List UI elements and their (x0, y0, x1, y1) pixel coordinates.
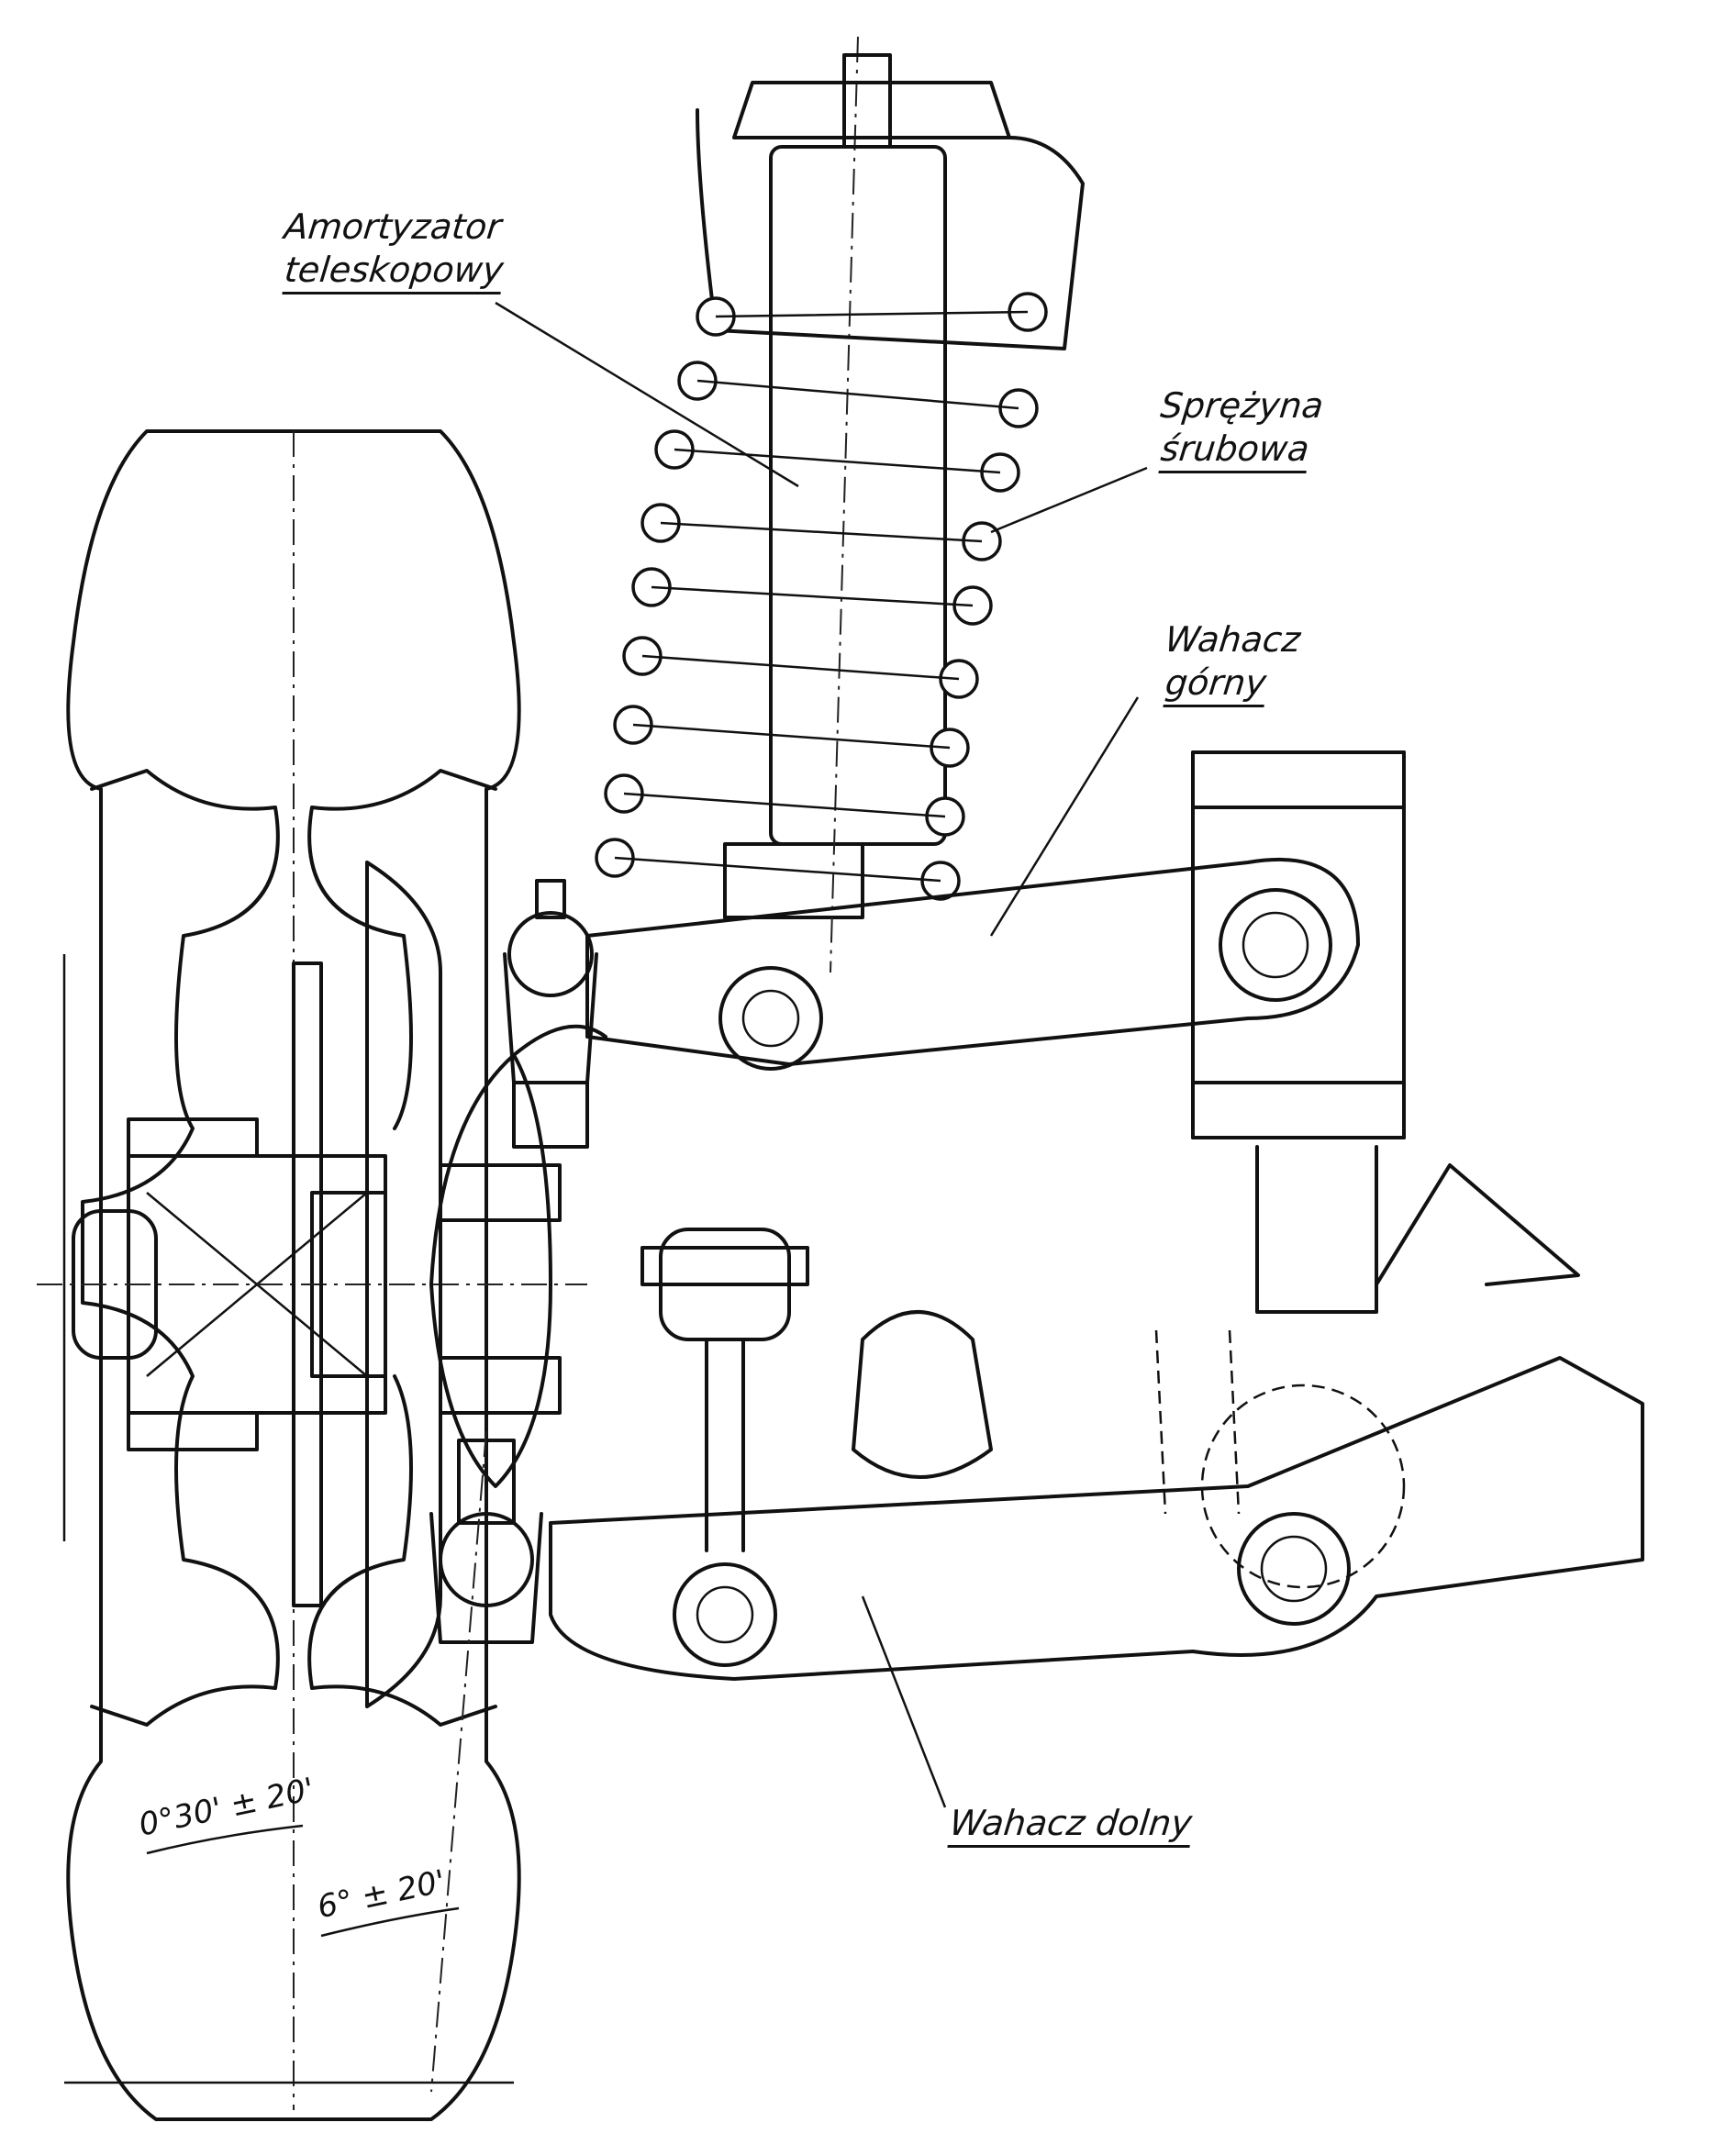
lower-ball-joint (429, 1430, 543, 2093)
wheel-tire (64, 429, 521, 2121)
label-upper-arm-line2: górny (1163, 662, 1269, 707)
label-lower-arm: Wahacz dolny (947, 1803, 1195, 1848)
leader-lines (495, 301, 1148, 1808)
shock-absorber (696, 36, 1085, 1071)
wheel-rim (62, 769, 497, 1727)
label-coil-spring-line2: śrubowa (1158, 428, 1311, 473)
label-shock-absorber-line1: Amortyzator (282, 206, 504, 247)
stabilizer-link (640, 1228, 809, 1667)
steering-knuckle (429, 1024, 607, 1488)
angle-dimensions (146, 1824, 460, 1938)
lower-control-arm (549, 1310, 1644, 1681)
wheel-hub (37, 1117, 587, 1451)
label-upper-arm-line1: Wahacz (1163, 619, 1303, 660)
brake-disc (292, 861, 442, 1708)
coil-spring (595, 292, 1048, 901)
body-bracket (1255, 1145, 1580, 1314)
upper-control-arm (585, 750, 1406, 1139)
upper-ball-joint (503, 879, 598, 1149)
label-shock-absorber-line2: teleskopowy (282, 250, 506, 295)
label-coil-spring-line1: Sprężyna (1158, 385, 1326, 426)
